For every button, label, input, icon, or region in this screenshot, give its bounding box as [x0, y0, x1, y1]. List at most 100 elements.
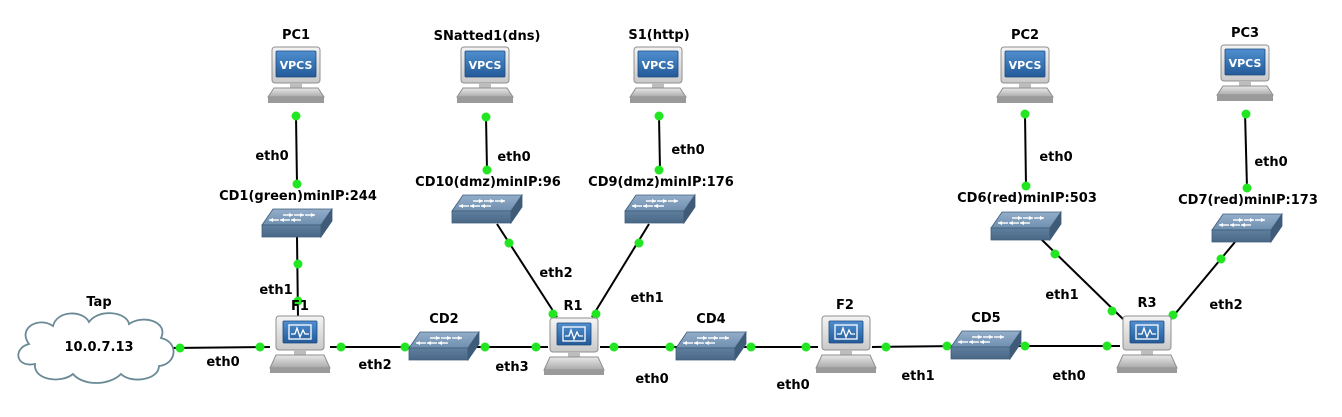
link-label-cd4-f2: eth0 — [776, 378, 809, 393]
port-dot — [746, 342, 756, 352]
node-label-pc2: PC2 — [1011, 28, 1039, 43]
port-dot — [175, 343, 185, 353]
node-label-cd9: CD9(dmz)minIP:176 — [588, 175, 734, 190]
node-cd2-switch-icon[interactable] — [408, 330, 480, 362]
port-dot — [654, 165, 664, 175]
port-dot — [1241, 109, 1251, 119]
port-dot — [1020, 109, 1030, 119]
link-label-f2-cd5: eth1 — [901, 369, 934, 384]
node-pc1-vpcs-icon[interactable]: VPCS — [267, 46, 325, 103]
link-label-cd2-r1: eth3 — [495, 360, 528, 375]
node-cd4-switch-icon[interactable] — [675, 330, 747, 362]
node-f1-router-icon[interactable] — [269, 315, 331, 373]
port-dot — [1107, 306, 1117, 316]
port-dot — [291, 111, 301, 121]
port-dot — [1050, 249, 1060, 259]
link-pc2-cd6 — [1024, 113, 1027, 187]
link-label-s1-cd9: eth0 — [671, 143, 704, 158]
node-label-cd5: CD5 — [971, 311, 1000, 326]
node-tap-cloud-icon[interactable]: 10.0.7.13 — [17, 312, 175, 384]
node-f2-router-icon[interactable] — [815, 315, 877, 373]
link-label-cd10-r1: eth2 — [539, 266, 572, 281]
port-dot — [665, 342, 675, 352]
node-label-pc3: PC3 — [1231, 26, 1259, 41]
port-dot — [548, 309, 558, 319]
node-label-r1: R1 — [563, 299, 582, 314]
node-label-cd4: CD4 — [696, 312, 725, 327]
node-pc3-vpcs-icon[interactable]: VPCS — [1216, 44, 1274, 101]
node-cd10-switch-icon[interactable] — [451, 193, 523, 225]
port-dot — [336, 342, 346, 352]
link-label-pc1-cd1: eth0 — [255, 149, 288, 164]
port-dot — [481, 112, 491, 122]
node-label-f1: F1 — [291, 299, 309, 314]
vpcs-screen-text: VPCS — [469, 59, 502, 72]
labels-layer: eth0 eth1 eth0 eth2 eth3 eth0 eth2 eth0 eth1 eth0… — [86, 26, 1318, 393]
vpcs-screen-text: VPCS — [642, 59, 675, 72]
link-label-pc2-cd6: eth0 — [1039, 150, 1072, 165]
port-dot — [482, 165, 492, 175]
node-label-pc1: PC1 — [282, 28, 310, 43]
port-dot — [942, 341, 952, 351]
node-cd6-switch-icon[interactable] — [990, 210, 1062, 242]
node-cd1-switch-icon[interactable] — [261, 207, 333, 239]
node-cd9-switch-icon[interactable] — [624, 193, 696, 225]
port-dot — [504, 238, 514, 248]
port-dot — [400, 342, 410, 352]
port-dot — [801, 342, 811, 352]
port-dot — [609, 342, 619, 352]
link-pc3-cd7 — [1244, 111, 1248, 189]
node-label-cd2: CD2 — [429, 312, 458, 327]
node-cd5-switch-icon[interactable] — [950, 329, 1022, 361]
node-snat-vpcs-icon[interactable]: VPCS — [456, 46, 514, 103]
port-dot — [480, 342, 490, 352]
cloud-inner-text: 10.0.7.13 — [64, 340, 133, 355]
link-s1-cd9 — [658, 115, 661, 171]
node-label-r3: R3 — [1137, 296, 1156, 311]
node-label-snat: SNatted1(dns) — [434, 29, 541, 44]
link-label-f1-cd2: eth2 — [358, 358, 391, 373]
port-dot — [293, 296, 303, 306]
node-label-cd1: CD1(green)minIP:244 — [219, 189, 377, 204]
link-label-cd9-r1: eth1 — [630, 291, 663, 306]
port-dot — [293, 259, 303, 269]
link-label-snat-cd10: eth0 — [497, 150, 530, 165]
link-label-cd1-f1: eth1 — [259, 283, 292, 298]
port-dot — [634, 238, 644, 248]
port-dot — [591, 309, 601, 319]
port-dot — [1216, 254, 1226, 264]
node-r1-router-icon[interactable] — [543, 317, 605, 375]
port-dot — [292, 179, 302, 189]
node-s1-vpcs-icon[interactable]: VPCS — [629, 46, 687, 103]
node-pc2-vpcs-icon[interactable]: VPCS — [996, 46, 1054, 103]
node-label-cd6: CD6(red)minIP:503 — [957, 191, 1097, 206]
link-label-pc3-cd7: eth0 — [1254, 155, 1287, 170]
link-pc1-cd1 — [295, 115, 298, 185]
port-dot — [654, 111, 664, 121]
link-label-cd6-r3: eth1 — [1045, 288, 1078, 303]
vpcs-screen-text: VPCS — [280, 59, 313, 72]
port-dot — [1102, 341, 1112, 351]
link-label-cd7-r3: eth2 — [1209, 298, 1242, 313]
port-dot — [1021, 181, 1031, 191]
link-label-tap-f1: eth0 — [206, 355, 239, 370]
port-dot — [255, 342, 265, 352]
link-cd7-r3 — [1169, 241, 1236, 321]
port-dots-layer — [175, 109, 1252, 353]
link-label-cd5-r3: eth0 — [1052, 369, 1085, 384]
node-label-f2: F2 — [836, 298, 854, 313]
node-label-cd10: CD10(dmz)minIP:96 — [415, 175, 561, 190]
node-label-cd7: CD7(red)minIP:173 — [1178, 193, 1318, 208]
vpcs-screen-text: VPCS — [1009, 59, 1042, 72]
node-label-tap: Tap — [86, 295, 111, 310]
node-cd7-switch-icon[interactable] — [1211, 212, 1283, 244]
port-dot — [881, 342, 891, 352]
port-dot — [1242, 183, 1252, 193]
port-dot — [1020, 341, 1030, 351]
node-r3-router-icon[interactable] — [1116, 315, 1178, 373]
node-label-s1: S1(http) — [628, 28, 689, 43]
link-tap-f1 — [171, 346, 271, 349]
nodes-layer: VPCS VPCS VPCS VPCS VPCS 10.0.7.13 — [17, 44, 1283, 384]
port-dot — [531, 342, 541, 352]
